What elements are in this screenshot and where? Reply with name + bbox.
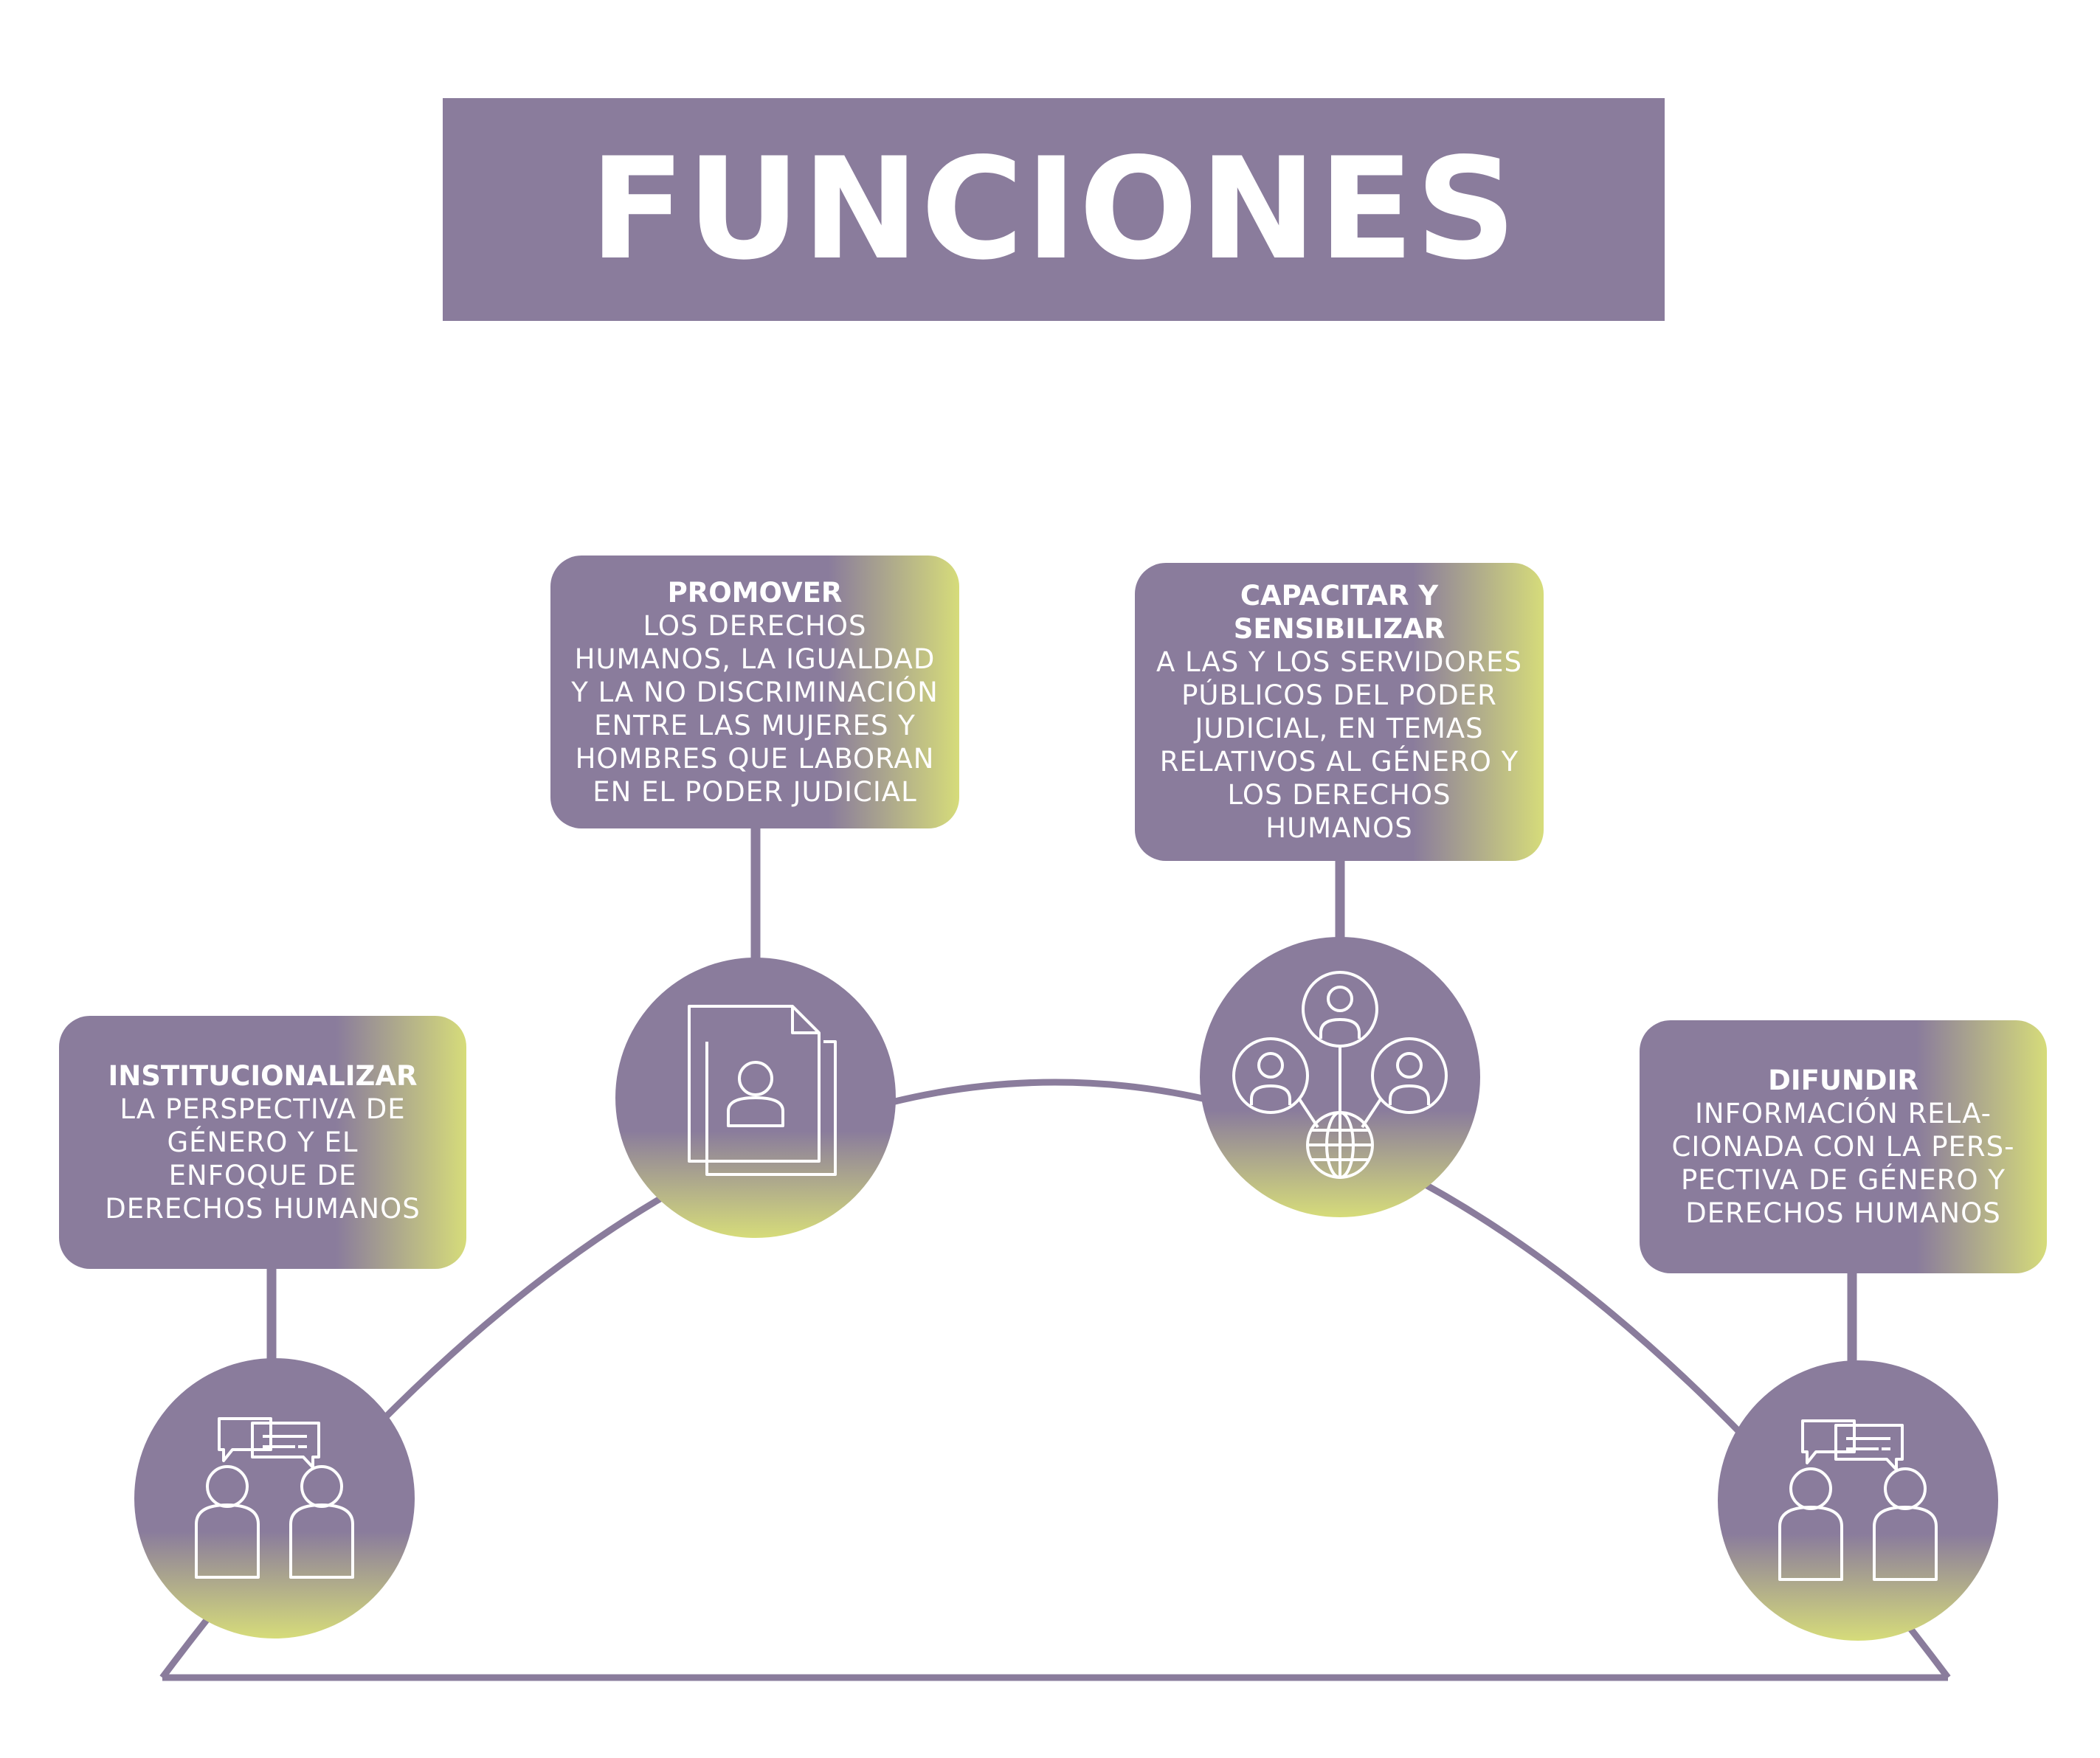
function-card-difundir: DIFUNDIR INFORMACIÓN RELA- CIONADA CON L…: [1640, 1020, 2047, 1273]
card-heading: DIFUNDIR: [1768, 1065, 1918, 1096]
card-line: HOMBRES QUE LABORAN: [575, 742, 935, 775]
global-network-icon: [1232, 971, 1448, 1179]
arch-line: [159, 1079, 1951, 1680]
function-card-capacitar: CAPACITAR Y SENSIBILIZAR A LAS Y LOS SER…: [1135, 563, 1544, 861]
function-card-promover: PROMOVER LOS DERECHOS HUMANOS, LA IGUALD…: [550, 556, 959, 828]
conversation-people-icon: [1778, 1419, 1938, 1581]
page-title: FUNCIONES: [589, 128, 1519, 291]
card-line: PÚBLICOS DEL PODER: [1181, 679, 1497, 711]
conversation-people-icon: [195, 1417, 354, 1579]
card-line: PECTIVA DE GÉNERO Y: [1681, 1164, 2006, 1196]
card-line: JUDICIAL, EN TEMAS: [1195, 713, 1484, 744]
circle-node-4: [1718, 1360, 1998, 1641]
function-card-institucionalizar: INSTITUCIONALIZAR LA PERSPECTIVA DE GÉNE…: [59, 1016, 466, 1269]
card-line: LOS DERECHOS: [643, 609, 867, 642]
card-line: LOS DERECHOS: [1227, 779, 1451, 811]
card-heading: INSTITUCIONALIZAR: [108, 1060, 418, 1092]
user-document-icon: [688, 1005, 837, 1176]
card-heading: SENSIBILIZAR: [1233, 613, 1446, 645]
card-line: EN EL PODER JUDICIAL: [593, 775, 917, 808]
card-line: DERECHOS HUMANOS: [105, 1193, 421, 1225]
card-line: HUMANOS: [1265, 812, 1413, 844]
card-line: ENTRE LAS MUJERES Y: [594, 709, 916, 741]
card-line: ENFOQUE DE: [168, 1160, 357, 1191]
card-line: INFORMACIÓN RELA-: [1695, 1098, 1992, 1129]
title-banner: FUNCIONES: [443, 98, 1665, 321]
card-line: A LAS Y LOS SERVIDORES: [1156, 646, 1523, 678]
circle-node-1: [134, 1358, 415, 1638]
card-heading: PROMOVER: [667, 576, 843, 609]
card-heading: CAPACITAR Y: [1240, 580, 1439, 612]
card-line: Y LA NO DISCRIMINACIÓN: [571, 676, 939, 708]
card-line: GÉNERO Y EL: [167, 1127, 359, 1158]
card-line: DERECHOS HUMANOS: [1685, 1197, 2001, 1229]
card-line: HUMANOS, LA IGUALDAD: [574, 643, 936, 675]
card-line: LA PERSPECTIVA DE: [120, 1093, 406, 1125]
card-line: CIONADA CON LA PERS-: [1671, 1131, 2015, 1163]
card-line: RELATIVOS AL GÉNERO Y: [1159, 746, 1519, 778]
